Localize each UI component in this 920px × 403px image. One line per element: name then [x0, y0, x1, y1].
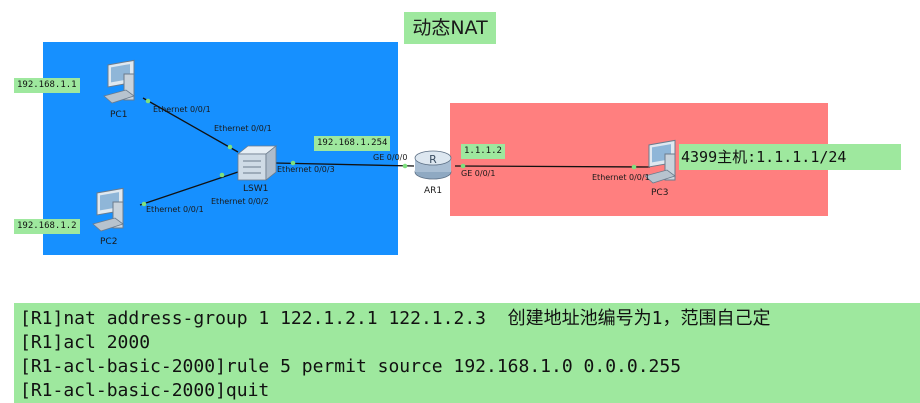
port-dot: [219, 172, 225, 178]
port-dot: [141, 201, 147, 207]
pc3-host-label: 4399主机:1.1.1.1/24: [679, 144, 901, 170]
port-dot: [145, 98, 151, 104]
lsw1-port-pc2-label: Ethernet 0/0/2: [211, 197, 269, 206]
lsw1-port-pc1-label: Ethernet 0/0/1: [214, 124, 272, 133]
port-dot: [402, 163, 408, 169]
pc2-name: PC2: [100, 237, 118, 247]
port-dot: [460, 163, 466, 169]
command-block: [R1]nat address-group 1 122.1.2.1 122.1.…: [14, 303, 920, 403]
port-dot: [227, 144, 233, 150]
pc3-name: PC3: [651, 188, 669, 198]
link-lsw1-ar1: [274, 162, 415, 167]
command-line: [R1-acl-basic-2000]rule 5 permit source …: [20, 356, 682, 377]
link-ar1-pc3: [454, 165, 651, 168]
pc3-icon: [644, 139, 676, 184]
pc1-ip: 192.168.1.1: [14, 78, 80, 93]
ar1-port-lan-label: GE 0/0/0: [373, 153, 408, 162]
pc2-icon: [92, 187, 124, 232]
lsw1-name: LSW1: [243, 184, 269, 194]
pc3-port-label: Ethernet 0/0/1: [592, 173, 650, 182]
pc1-name: PC1: [110, 110, 128, 120]
svg-text:R: R: [429, 153, 437, 166]
pc1-port-label: Ethernet 0/0/1: [153, 105, 211, 114]
switch-icon: [236, 145, 278, 181]
pc2-port-label: Ethernet 0/0/1: [146, 205, 204, 214]
pc1-icon: [103, 59, 135, 104]
ar1-name: AR1: [424, 186, 443, 196]
ar1-wan-ip: 1.1.1.2: [461, 144, 505, 159]
router-icon: R: [414, 150, 452, 180]
command-line: [R1]nat address-group 1 122.1.2.1 122.1.…: [20, 308, 771, 329]
link-pc2-lsw1: [139, 171, 239, 206]
ar1-port-wan-label: GE 0/0/1: [461, 169, 496, 178]
link-pc1-lsw1: [142, 97, 239, 153]
diagram-title: 动态NAT: [404, 12, 496, 44]
port-dot: [631, 164, 637, 170]
command-line: [R1-acl-basic-2000]quit: [20, 380, 270, 401]
port-dot: [290, 160, 296, 166]
lsw1-port-ar1-label: Ethernet 0/0/3: [277, 165, 335, 174]
command-line: [R1]acl 2000: [20, 332, 151, 353]
pc2-ip: 192.168.1.2: [14, 219, 80, 234]
ar1-lan-ip: 192.168.1.254: [314, 136, 391, 151]
